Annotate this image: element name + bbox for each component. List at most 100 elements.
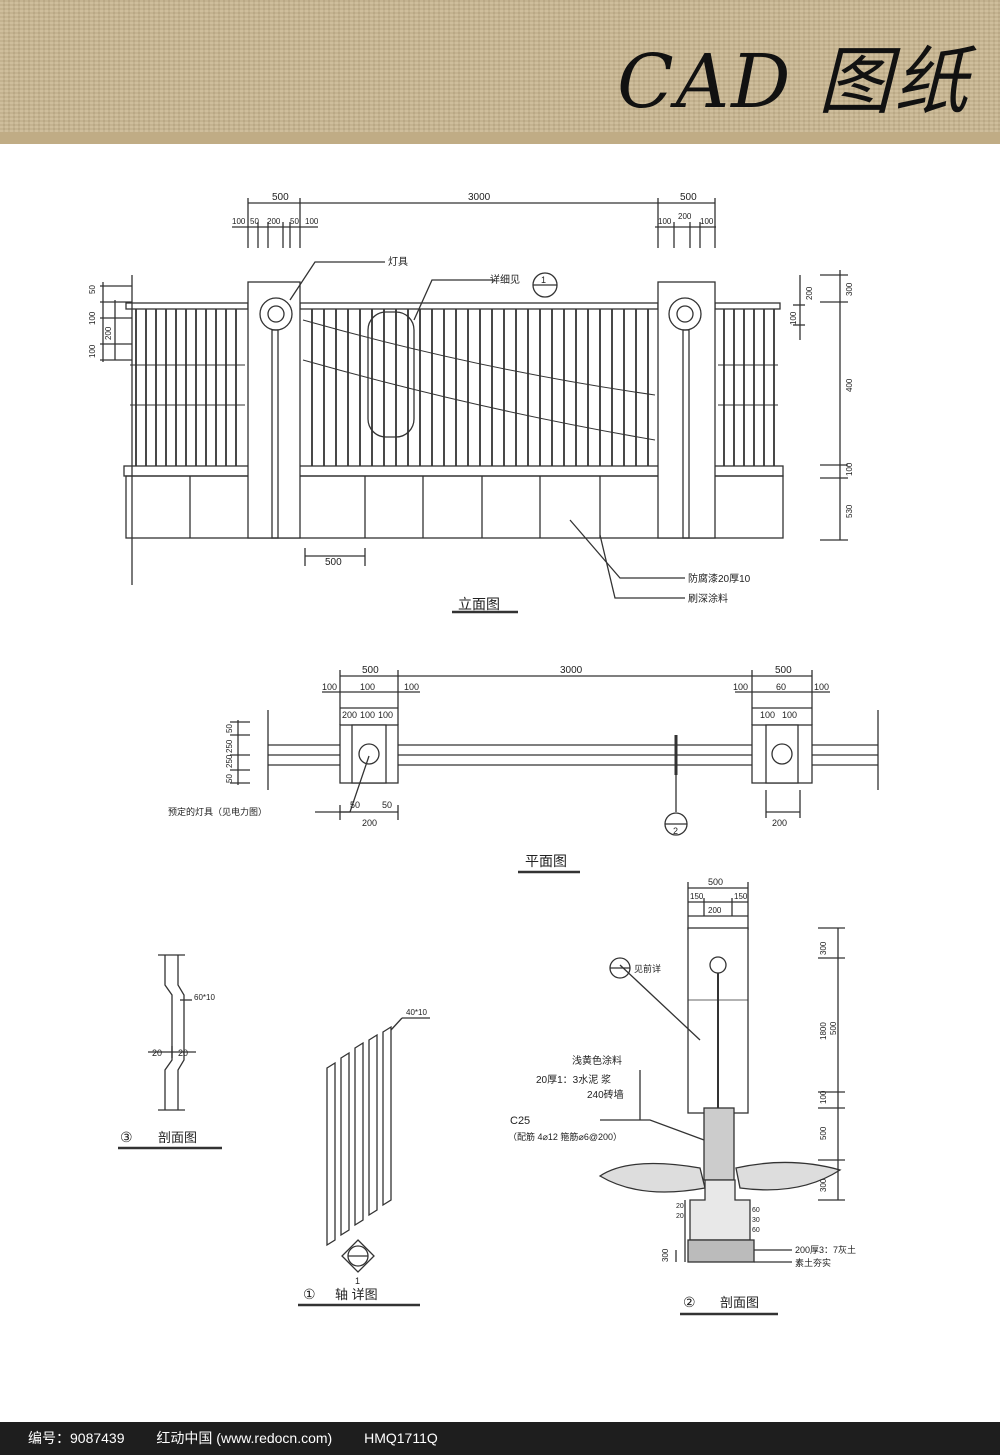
header-banner: CAD 图纸	[0, 0, 1000, 132]
sec2-dim-r4: 100	[819, 1090, 828, 1104]
elev-detail-mark: 1	[541, 275, 546, 285]
sec2-dim-top-2: 150	[690, 892, 704, 901]
elev-dim-small-2: 50	[250, 217, 259, 226]
elev-note-2: 刷深涂料	[688, 592, 728, 605]
section-3-view	[118, 954, 222, 1150]
elev-dim-top-3: 500	[680, 192, 697, 203]
sec2-note-2: 20厚1：3水泥 浆	[536, 1073, 611, 1086]
plan-dim-top-2: 3000	[560, 665, 583, 676]
section-2-view	[598, 882, 845, 1316]
sec2-note-b2: 素土夯实	[795, 1257, 831, 1268]
header-stripe	[0, 132, 1000, 144]
plan-dim-v3: 250	[225, 754, 234, 768]
sec3-number: ③	[120, 1129, 133, 1145]
elev-dim-small-5: 100	[305, 217, 319, 226]
plan-dim-top-1: 500	[362, 665, 379, 676]
sec2-dim-top-3: 150	[734, 892, 748, 901]
cad-drawing: 500 3000 500 100 50 200 50 100 100 200 1…	[88, 192, 879, 1316]
elev-dim-left-4: 100	[88, 344, 97, 358]
elev-dim-top-2: 3000	[468, 192, 491, 203]
elev-dim-right-6: 530	[845, 504, 854, 518]
elev-dim-small-r3: 100	[700, 217, 714, 226]
elev-label-detail: 详细见	[490, 273, 520, 286]
sec2-dim-top-4: 200	[708, 906, 722, 915]
sec2-dim-r1: 300	[819, 941, 828, 955]
plan-dim-top-3: 500	[775, 665, 792, 676]
elev-dim-left-3: 200	[104, 326, 113, 340]
footer-bar: 编号：9087439 红动中国 (www.redocn.com) HMQ1711…	[0, 1422, 1000, 1455]
sec2-dim-f-left: 300	[661, 1248, 670, 1262]
plan-dim-b2: 50	[382, 800, 392, 810]
sec2-dim-r2: 1800	[819, 1022, 828, 1040]
elev-dim-small-r2: 200	[678, 212, 692, 221]
sec3-title: 剖面图	[158, 1130, 197, 1145]
plan-dim-v4: 50	[225, 774, 234, 783]
sec3-dim-2: 20	[178, 1048, 188, 1058]
plan-dim-l3: 100	[404, 682, 419, 692]
plan-dim-r1: 100	[733, 682, 748, 692]
sec2-dim-r5: 500	[819, 1126, 828, 1140]
plan-dim-r3: 100	[814, 682, 829, 692]
sec2-note-b1: 200厚3：7灰土	[795, 1244, 856, 1255]
elev-dim-left-2: 100	[88, 311, 97, 325]
plan-dim-l2-1: 200	[342, 710, 357, 720]
sec2-number: ②	[683, 1294, 696, 1310]
sec2-dim-f4: 30	[752, 1217, 760, 1224]
plan-title: 平面图	[525, 853, 567, 869]
plan-section-mark: 2	[673, 826, 678, 836]
elev-dim-right-4: 400	[845, 378, 854, 392]
elev-dim-top-1: 500	[272, 192, 289, 203]
elev-title: 立面图	[458, 596, 500, 612]
elev-dim-bottom: 500	[325, 557, 342, 568]
footer-code: HMQ1711Q	[364, 1430, 438, 1446]
plan-dim-v1: 50	[225, 724, 234, 733]
plan-dim-l2: 100	[360, 682, 375, 692]
elev-label-lamp: 灯具	[388, 256, 408, 268]
plan-dim-r2-1: 100	[760, 710, 775, 720]
sec2-label-detail: 见前详	[634, 963, 661, 974]
elev-dim-small-r1: 100	[658, 217, 672, 226]
sec2-dim-top-1: 500	[708, 877, 723, 887]
plan-dim-b-total: 200	[362, 818, 377, 828]
elev-dim-right-1: 300	[845, 282, 854, 296]
sec2-title: 剖面图	[720, 1295, 759, 1310]
sec2-dim-f3: 60	[752, 1207, 760, 1214]
plan-view	[230, 670, 879, 874]
plan-dim-b-right: 200	[772, 818, 787, 828]
plan-dim-l2-3: 100	[378, 710, 393, 720]
det1-title: 轴 详图	[335, 1287, 378, 1302]
plan-dim-v2: 250	[225, 739, 234, 753]
elev-dim-right-2: 200	[805, 286, 814, 300]
plan-dim-r2-2: 100	[782, 710, 797, 720]
plan-label-lamp: 预定的灯具（见电力图）	[168, 806, 267, 817]
det1-note: 40*10	[406, 1008, 427, 1017]
sec2-dim-f5: 60	[752, 1227, 760, 1234]
elev-dim-small-4: 50	[290, 217, 299, 226]
sec3-note: 60*10	[194, 993, 215, 1002]
sec3-dim-1: 20	[152, 1048, 162, 1058]
sec2-dim-r3: 500	[829, 1021, 838, 1035]
footer-site: 红动中国 (www.redocn.com)	[156, 1430, 333, 1446]
plan-dim-r2: 60	[776, 682, 786, 692]
detail-1-view	[298, 1017, 430, 1307]
page-title: CAD 图纸	[617, 39, 970, 125]
det1-number: ①	[303, 1286, 316, 1302]
sec2-note-3: 240砖墙	[587, 1088, 624, 1101]
elev-dim-left-1: 50	[88, 285, 97, 294]
plan-dim-l1: 100	[322, 682, 337, 692]
plan-dim-b1: 50	[350, 800, 360, 810]
elev-dim-right-3: 100	[789, 311, 798, 325]
sec2-dim-r6: 300	[819, 1178, 828, 1192]
elev-dim-small-3: 200	[267, 217, 281, 226]
det1-mark: 1	[355, 1276, 360, 1286]
plan-dim-l2-2: 100	[360, 710, 375, 720]
sec2-dim-f1: 20	[676, 1203, 684, 1210]
footer-id: 编号：9087439	[28, 1430, 125, 1446]
elev-note-1: 防腐漆20厚10	[688, 572, 751, 585]
sec2-note-1: 浅黄色涂料	[572, 1054, 622, 1067]
sec2-dim-f2: 20	[676, 1213, 684, 1220]
sec2-c25: C25	[510, 1115, 530, 1127]
sec2-c25-sub: （配筋 4⌀12 箍筋⌀6@200）	[508, 1131, 622, 1142]
elev-dim-right-5: 100	[845, 462, 854, 476]
elevation-view	[100, 198, 848, 614]
